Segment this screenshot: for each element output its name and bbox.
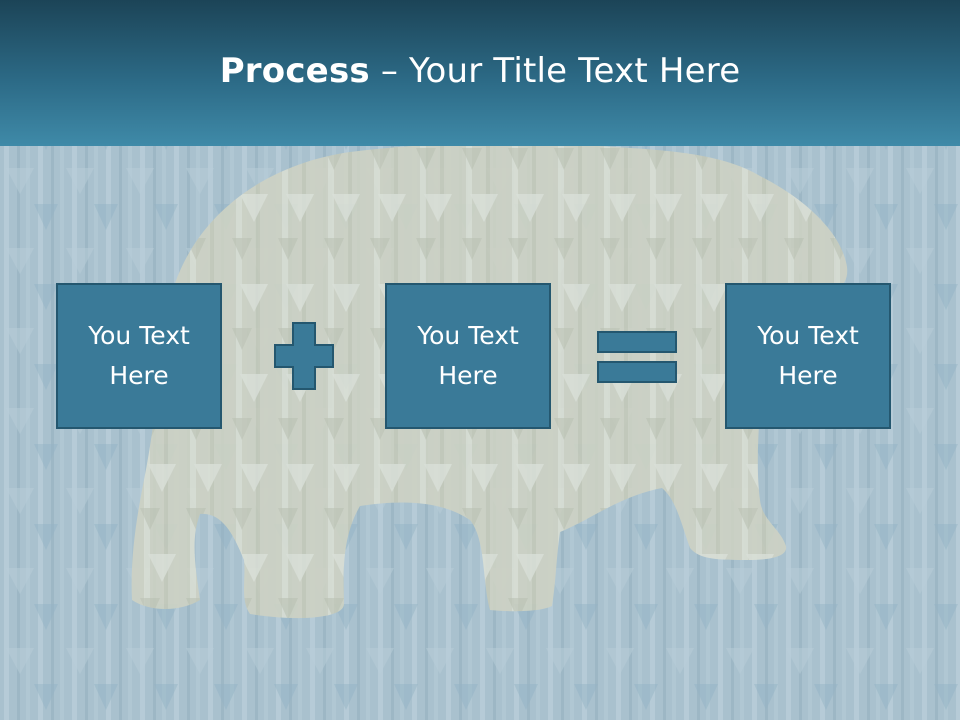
process-box-1-line2: Here [109,361,169,390]
process-box-2-line2: Here [438,361,498,390]
title-rest: – Your Title Text Here [369,51,741,91]
equals-icon [597,331,677,383]
process-box-2[interactable]: You Text Here [385,283,551,429]
process-box-1-line1: You Text [88,321,190,350]
process-box-3-line2: Here [778,361,838,390]
process-box-3-line1: You Text [757,321,859,350]
title-bold: Process [219,51,370,91]
process-box-2-line1: You Text [417,321,519,350]
title-bar: Process – Your Title Text Here [0,0,960,146]
process-box-1[interactable]: You Text Here [56,283,222,429]
slide-title[interactable]: Process – Your Title Text Here [220,51,741,91]
plus-icon [274,322,334,390]
process-box-3[interactable]: You Text Here [725,283,891,429]
